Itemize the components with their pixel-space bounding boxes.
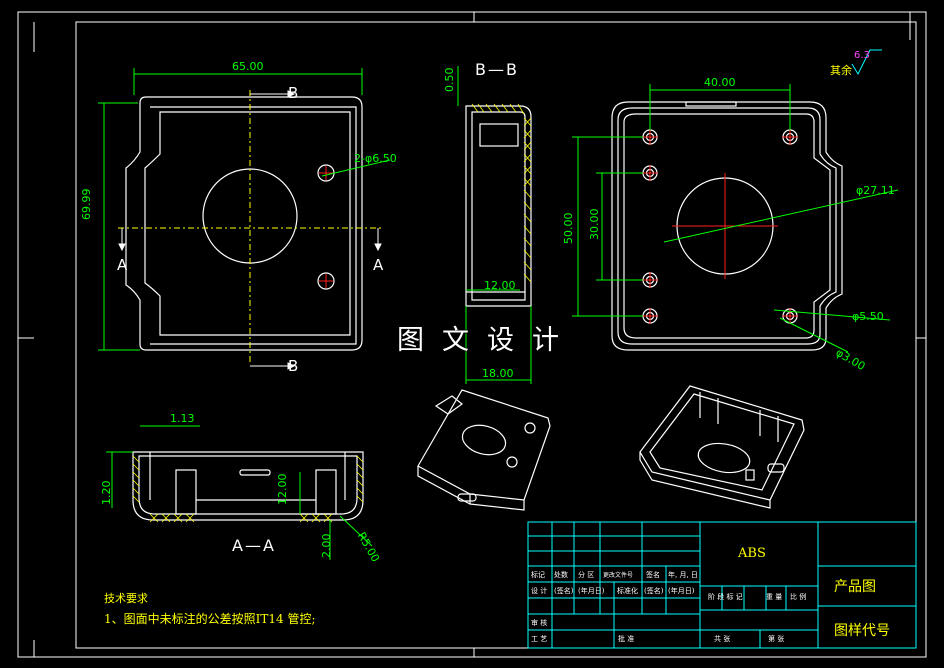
tb-row4-2: 共 张: [714, 635, 731, 643]
dim-hole-label: 2-φ6.50: [354, 152, 397, 165]
dim-bb-top: 0.50: [443, 67, 456, 93]
dim-tr-big-hole: φ27.11: [856, 184, 895, 197]
section-aa-dims: [106, 425, 373, 560]
notes-line1: 1、图面中未标注的公差按照IT14 管控;: [104, 612, 316, 626]
section-marker-a-right: A: [373, 256, 384, 274]
dim-tr-inner: 30.00: [588, 208, 601, 241]
tb-row1-3: 更改文件号: [603, 572, 634, 579]
dim-aa-top: 1.13: [170, 412, 195, 425]
notes-title: 技术要求: [104, 592, 148, 605]
dim-width-65: 65.00: [232, 60, 264, 73]
dim-bb-bottom: 18.00: [482, 367, 514, 380]
section-arrows: [118, 90, 382, 370]
section-marker-b-top: B: [288, 84, 299, 102]
top-left-hole-marks: [319, 166, 333, 288]
tb-row3-0: 审 核: [531, 619, 548, 627]
section-marker-a-left: A: [117, 256, 128, 274]
section-aa-view: [132, 451, 364, 521]
roughness-prefix: 其余: [830, 64, 852, 77]
tb-stage-0: 阶 段 标 记: [708, 593, 743, 601]
dim-tr-top: 40.00: [704, 76, 736, 89]
section-aa-hatch: [132, 455, 364, 523]
dim-height-69-99: 69.99: [80, 188, 93, 221]
top-left-view: [125, 96, 363, 351]
title-material: ABS: [738, 546, 766, 561]
section-bb-view: [465, 105, 532, 307]
dim-aa-mid: 12.00: [276, 473, 289, 506]
section-aa-title: A—A: [232, 536, 276, 555]
top-right-centerlines: [642, 129, 798, 324]
iso-view-left: [417, 389, 551, 511]
iso-view-right: [639, 385, 805, 509]
top-left-dims: [98, 68, 391, 351]
tb-row4-0: 工 艺: [531, 635, 548, 643]
tb-row2-4: (签名): [644, 587, 664, 595]
tb-row2-5: (年月日): [668, 587, 695, 595]
dim-tr-outer: 50.00: [562, 212, 575, 245]
tb-row2-0: 设 计: [531, 587, 548, 595]
tb-row2-3: 标准化: [617, 587, 638, 595]
top-left-centerlines: [118, 90, 382, 365]
title-code: 图样代号: [834, 623, 890, 639]
title-product: 产品图: [834, 579, 876, 595]
dim-bb-inner: 12.00: [484, 279, 516, 292]
tb-row1-1: 处数: [554, 571, 568, 579]
tb-row1-0: 标记: [531, 571, 545, 579]
dim-aa-bottom: 2.00: [320, 533, 333, 559]
section-marker-b-bottom: B: [288, 357, 299, 375]
dim-aa-left: 1.20: [100, 480, 113, 506]
roughness-symbol: [851, 49, 882, 76]
title-block: [527, 521, 917, 649]
roughness-value: 6.3: [854, 50, 870, 61]
section-bb-title: B—B: [475, 60, 519, 79]
tb-stage-1: 重 量: [766, 593, 783, 601]
section-bb-dims: [457, 66, 532, 384]
tb-row2-1: (签名): [554, 587, 574, 595]
drawing-frame: [17, 11, 927, 658]
tb-row1-5: 年, 月, 日: [668, 571, 698, 579]
tb-row1-2: 分 区: [578, 571, 595, 579]
top-right-dims: [572, 84, 899, 353]
watermark-text: 图文设计: [397, 325, 577, 356]
tb-row1-4: 签名: [646, 571, 660, 579]
dim-tr-small-hole1: φ5.50: [852, 310, 884, 323]
section-bb-hatch: [471, 103, 532, 283]
tb-row2-2: (年月日): [578, 587, 605, 595]
tb-stage-2: 比 例: [790, 593, 807, 601]
tb-row4-3: 第 张: [768, 635, 785, 643]
tb-row4-1: 批 准: [618, 635, 635, 643]
